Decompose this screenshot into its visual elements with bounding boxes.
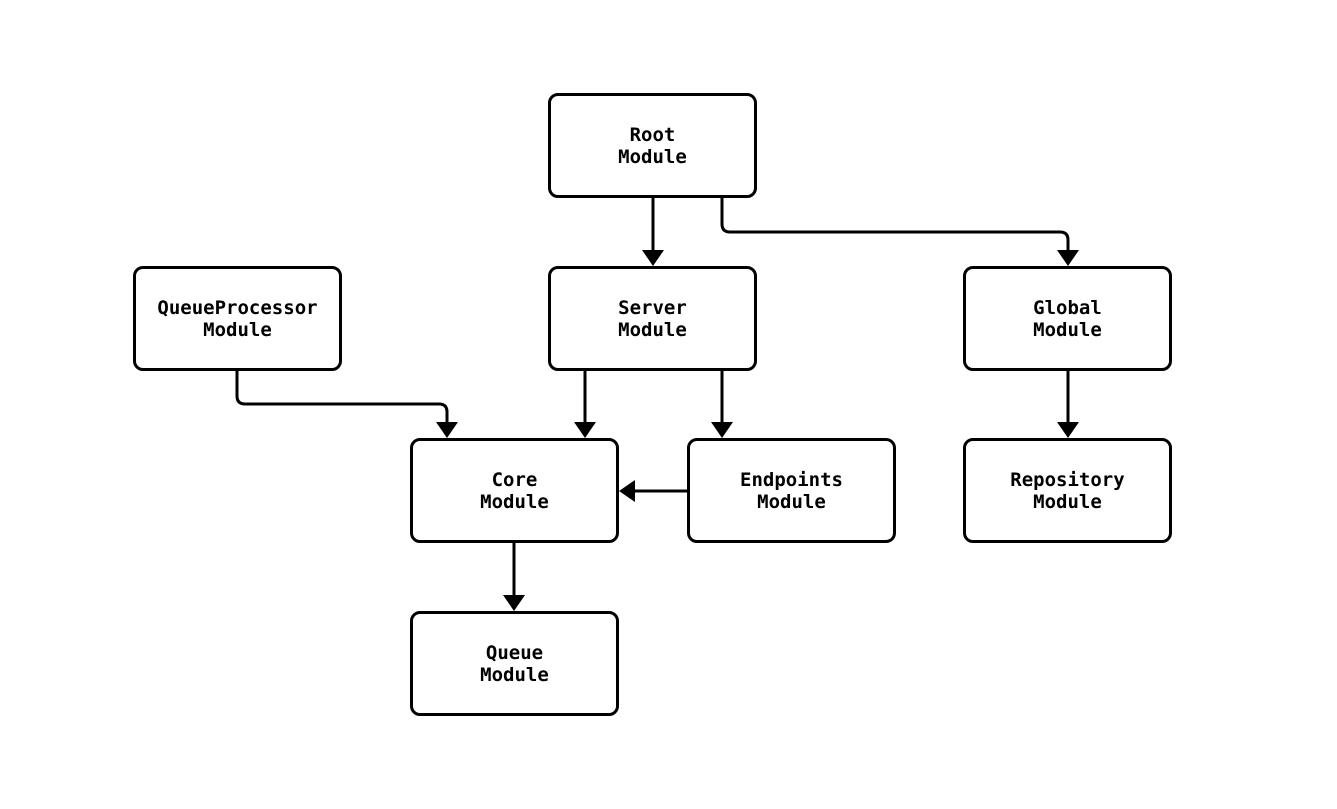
node-server-module-label: Server Module (618, 296, 687, 341)
edge-root-to-global (720, 198, 1079, 266)
node-repository-module: Repository Module (963, 438, 1172, 543)
node-queueprocessor-module: QueueProcessor Module (133, 266, 342, 371)
node-core-module: Core Module (410, 438, 619, 543)
node-server-module: Server Module (548, 266, 757, 371)
node-root-module: Root Module (548, 93, 757, 198)
edge-root-to-server (642, 198, 664, 266)
edge-server-to-core (574, 371, 596, 438)
edge-queueprocessor-to-core (235, 371, 458, 438)
edge-core-to-queue (503, 543, 525, 611)
edge-endpoints-to-core (619, 480, 687, 502)
node-endpoints-module: Endpoints Module (687, 438, 896, 543)
node-queue-module-label: Queue Module (480, 641, 549, 686)
node-global-module: Global Module (963, 266, 1172, 371)
edge-server-to-endpoints (711, 371, 733, 438)
node-queue-module: Queue Module (410, 611, 619, 716)
node-core-module-label: Core Module (480, 468, 549, 513)
node-root-module-label: Root Module (618, 123, 687, 168)
edge-global-to-repository (1057, 371, 1079, 438)
node-endpoints-module-label: Endpoints Module (740, 468, 843, 513)
node-repository-module-label: Repository Module (1010, 468, 1125, 513)
node-global-module-label: Global Module (1033, 296, 1102, 341)
node-queueprocessor-module-label: QueueProcessor Module (157, 296, 318, 341)
